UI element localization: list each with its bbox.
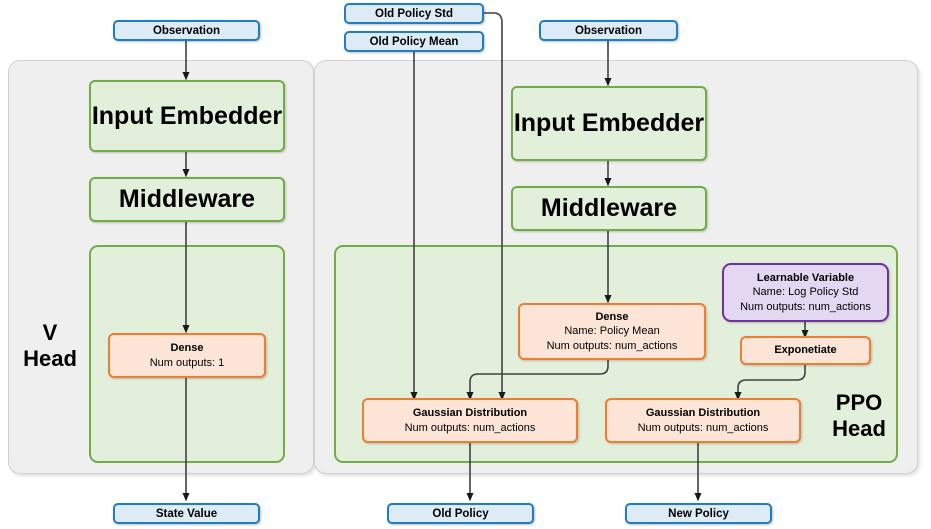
v-head-dense-num-outputs: Num outputs: 1 [149, 356, 225, 369]
v-head-middleware[interactable]: Middleware [89, 177, 285, 222]
input-observation-right[interactable]: Observation [539, 20, 678, 41]
output-new-policy[interactable]: New Policy [625, 503, 772, 524]
output-old-policy[interactable]: Old Policy [387, 503, 534, 524]
dense-policy-mean-num-outputs: Num outputs: num_actions [546, 339, 678, 352]
v-head-label: V Head [23, 320, 77, 371]
gaussian-old-title: Gaussian Distribution [412, 406, 528, 419]
gaussian-new-title: Gaussian Distribution [645, 406, 761, 419]
ppo-head-gaussian-new[interactable]: Gaussian Distribution Num outputs: num_a… [605, 398, 801, 443]
exponetiate-title: Exponetiate [774, 344, 837, 357]
v-head-input-embedder[interactable]: Input Embedder [89, 80, 285, 152]
input-observation-left[interactable]: Observation [113, 20, 260, 41]
ppo-head-dense-policy-mean[interactable]: Dense Name: Policy Mean Num outputs: num… [518, 303, 706, 360]
dense-policy-mean-name: Name: Policy Mean [564, 325, 660, 338]
input-old-policy-std[interactable]: Old Policy Std [344, 3, 484, 24]
output-state-value[interactable]: State Value [113, 503, 260, 524]
ppo-head-exponetiate[interactable]: Exponetiate [740, 336, 871, 365]
learnable-variable-name: Name: Log Policy Std [752, 286, 859, 299]
learnable-variable-title: Learnable Variable [756, 271, 855, 284]
ppo-head-learnable-variable[interactable]: Learnable Variable Name: Log Policy Std … [722, 263, 889, 322]
ppo-head-gaussian-old[interactable]: Gaussian Distribution Num outputs: num_a… [362, 398, 578, 443]
v-head-dense-title: Dense [170, 341, 204, 354]
gaussian-new-num-outputs: Num outputs: num_actions [637, 421, 769, 434]
gaussian-old-num-outputs: Num outputs: num_actions [404, 421, 536, 434]
input-old-policy-mean[interactable]: Old Policy Mean [344, 31, 484, 52]
v-head-dense[interactable]: Dense Num outputs: 1 [108, 333, 266, 378]
learnable-variable-num-outputs: Num outputs: num_actions [740, 300, 871, 313]
dense-policy-mean-title: Dense [595, 310, 629, 323]
ppo-head-label: PPO Head [832, 390, 886, 441]
ppo-head-middleware[interactable]: Middleware [511, 186, 707, 231]
ppo-head-input-embedder[interactable]: Input Embedder [511, 86, 707, 161]
